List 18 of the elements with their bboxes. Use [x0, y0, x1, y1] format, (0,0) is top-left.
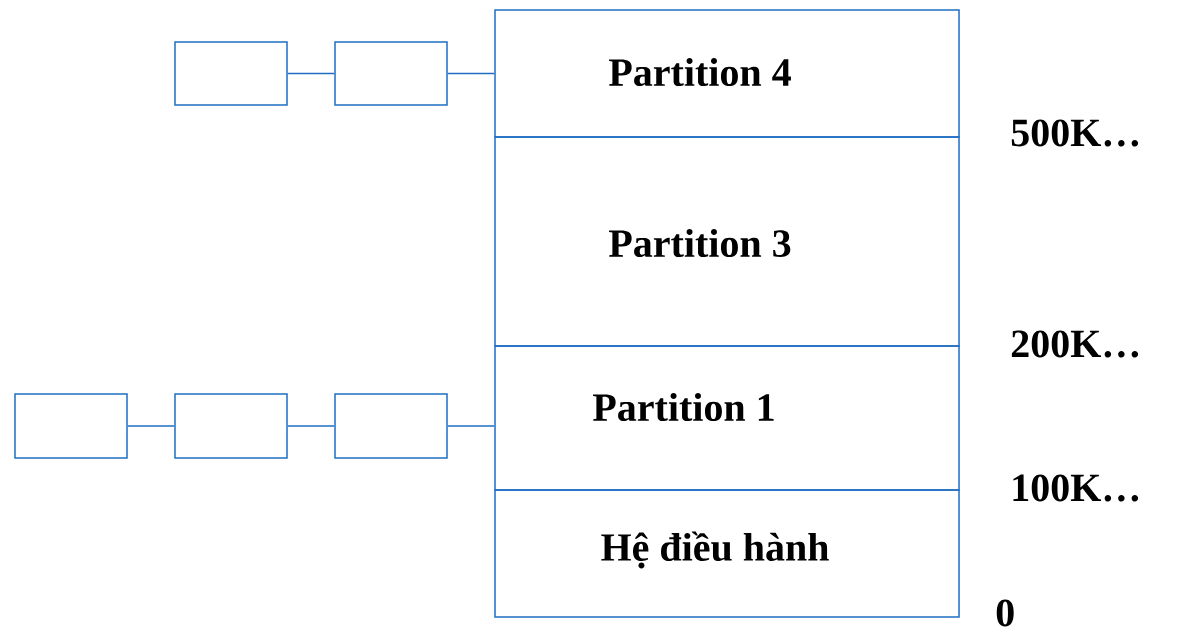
connector-line — [447, 72, 495, 75]
memory-partition: Partition 1 — [494, 345, 960, 491]
address-label: 0 — [996, 599, 1014, 627]
connector-line — [287, 72, 335, 75]
memory-partition: Hệ điều hành — [494, 489, 960, 618]
connector-line — [447, 425, 495, 427]
address-label: 500K… — [1011, 119, 1139, 147]
process-box — [334, 393, 448, 459]
connector-line — [287, 425, 335, 427]
process-box — [334, 41, 448, 106]
address-label: 200K… — [1011, 330, 1139, 358]
memory-partition: Partition 3 — [494, 136, 960, 347]
process-box — [174, 393, 288, 459]
memory-partition: Partition 4 — [494, 9, 960, 138]
process-box — [174, 41, 288, 106]
connector-line — [127, 425, 175, 427]
address-label: 100K… — [1013, 474, 1139, 502]
process-box — [14, 393, 128, 459]
